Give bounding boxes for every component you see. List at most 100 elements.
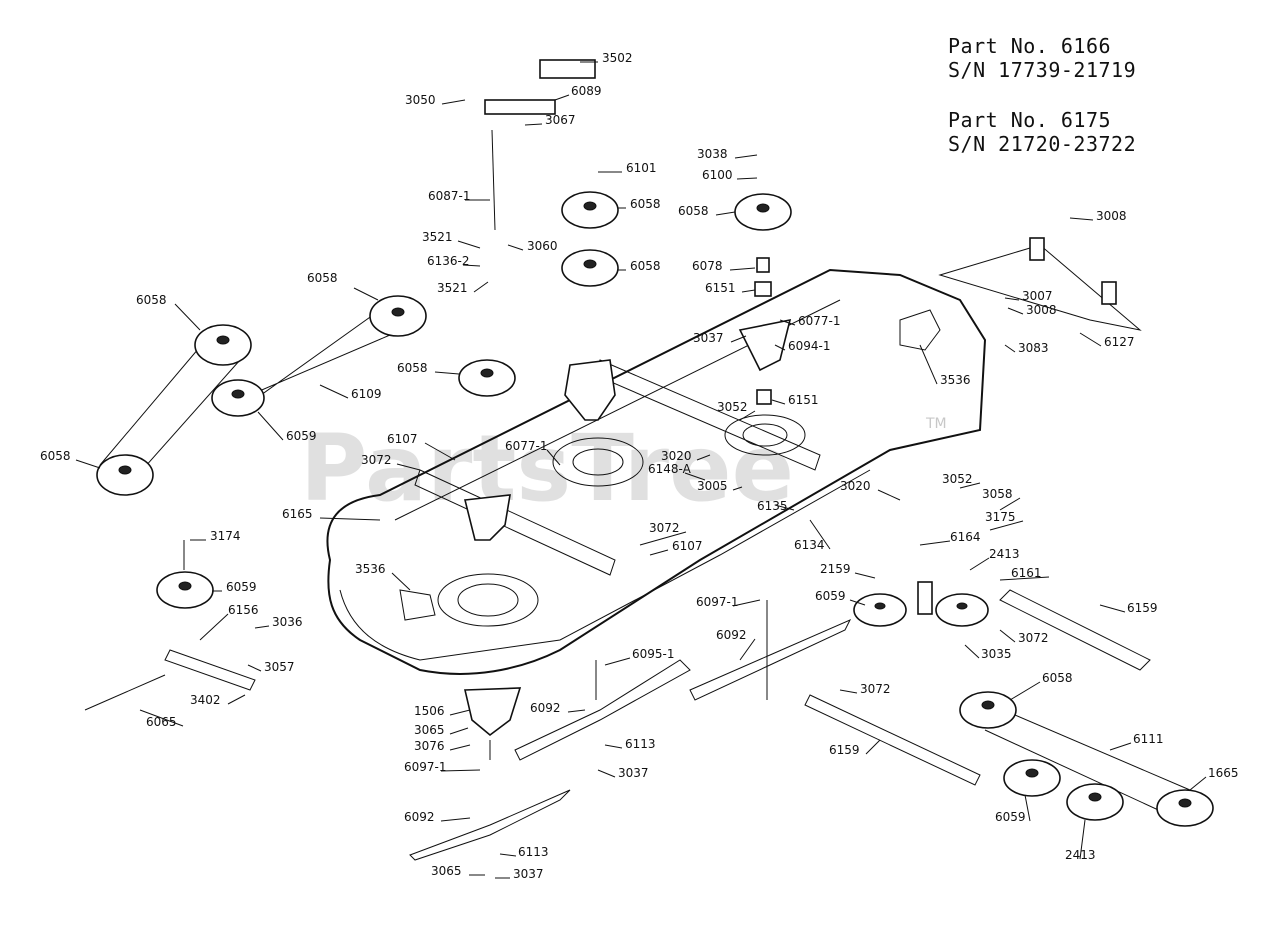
callout-6165: 6165 [282, 507, 313, 521]
callout-6092-b: 6092 [530, 701, 561, 715]
callout-3036: 3036 [272, 615, 303, 629]
callout-6111: 6111 [1133, 732, 1164, 746]
callout-6107-a: 6107 [387, 432, 418, 446]
callout-6077-1-b: 6077-1 [505, 439, 548, 453]
center-spindle-stack [458, 59, 792, 405]
callout-3065-b: 3065 [431, 864, 462, 878]
callout-3174: 3174 [210, 529, 241, 543]
callout-6109: 6109 [351, 387, 382, 401]
leader-lines [75, 61, 1207, 879]
callout-6058-l1: 6058 [307, 271, 338, 285]
callout-3008-a: 3008 [1096, 209, 1127, 223]
callout-3037-b: 3037 [618, 766, 649, 780]
callout-3402: 3402 [190, 693, 221, 707]
callout-6059-r: 6059 [815, 589, 846, 603]
callout-3008-b: 3008 [1026, 303, 1057, 317]
callout-6059-rr: 6059 [995, 810, 1026, 824]
serial-range-line-2: S/N 21720-23722 [948, 132, 1137, 156]
callout-3065-a: 3065 [414, 723, 445, 737]
idler-arm-bracket [414, 359, 821, 576]
lower-right-belt-drive [804, 691, 1214, 827]
callout-6058-c1: 6058 [630, 197, 661, 211]
right-pulley-group [853, 581, 1151, 671]
callout-6065: 6065 [146, 715, 177, 729]
callout-6097-1-b: 6097-1 [404, 760, 447, 774]
callout-3521-a: 3521 [422, 230, 453, 244]
callout-3521-b: 3521 [437, 281, 468, 295]
callout-3536-a: 3536 [940, 373, 971, 387]
callout-6127: 6127 [1104, 335, 1135, 349]
callout-3058: 3058 [982, 487, 1013, 501]
callout-6087-1: 6087-1 [428, 189, 471, 203]
callout-1665: 1665 [1208, 766, 1239, 780]
part-number-line-1: Part No. 6166 [948, 34, 1112, 58]
callout-3067: 3067 [545, 113, 576, 127]
watermark-text: PartsTree [300, 415, 794, 522]
callout-6113-a: 6113 [625, 737, 656, 751]
callout-6095-1: 6095-1 [632, 647, 675, 661]
callout-3060: 3060 [527, 239, 558, 253]
left-small-parts [84, 540, 256, 711]
callout-6078: 6078 [692, 259, 723, 273]
callout-1506: 1506 [414, 704, 445, 718]
callout-6058-l3: 6058 [40, 449, 71, 463]
callout-6159-b: 6159 [829, 743, 860, 757]
callout-3037-a: 3037 [693, 331, 724, 345]
callout-3038: 3038 [697, 147, 728, 161]
callout-2413-a: 2413 [989, 547, 1020, 561]
callout-3072-a: 3072 [361, 453, 392, 467]
callout-6089: 6089 [571, 84, 602, 98]
left-belt-drive [96, 295, 427, 496]
callout-3052-a: 3052 [717, 400, 748, 414]
callout-6164: 6164 [950, 530, 981, 544]
callout-6092-c: 6092 [404, 810, 435, 824]
callout-2159: 2159 [820, 562, 851, 576]
callout-3005: 3005 [697, 479, 728, 493]
callout-6151-b: 6151 [788, 393, 819, 407]
right-bracket [938, 237, 1142, 331]
callout-3052-b: 3052 [942, 472, 973, 486]
callout-3072-c: 3072 [649, 521, 680, 535]
callout-6097-1-a: 6097-1 [696, 595, 739, 609]
callout-labels: 3502 6089 3050 3067 6087-1 3521 3060 613… [40, 51, 1239, 881]
callout-6136-2: 6136-2 [427, 254, 470, 268]
callout-6101: 6101 [626, 161, 657, 175]
callout-3035: 3035 [981, 647, 1012, 661]
callout-6113-b: 6113 [518, 845, 549, 859]
callout-3057: 3057 [264, 660, 295, 674]
callout-6059-l: 6059 [286, 429, 317, 443]
callout-6135: 6135 [757, 499, 788, 513]
callout-6148-a: 6148-A [648, 462, 692, 476]
callout-3050: 3050 [405, 93, 436, 107]
callout-3020-a: 3020 [661, 449, 692, 463]
callout-6094-1: 6094-1 [788, 339, 831, 353]
callout-3175: 3175 [985, 510, 1016, 524]
callout-6058-l4: 6058 [397, 361, 428, 375]
callout-3536-b: 3536 [355, 562, 386, 576]
callout-3020-b: 3020 [840, 479, 871, 493]
callout-6058-c3: 6058 [678, 204, 709, 218]
callout-6077-1-a: 6077-1 [798, 314, 841, 328]
callout-6058-l2: 6058 [136, 293, 167, 307]
part-number-line-2: Part No. 6175 [948, 108, 1112, 132]
callout-3502: 3502 [602, 51, 633, 65]
callout-6156: 6156 [228, 603, 259, 617]
callout-3076: 3076 [414, 739, 445, 753]
callout-6100: 6100 [702, 168, 733, 182]
callout-6107-b: 6107 [672, 539, 703, 553]
callout-3037-c: 3037 [513, 867, 544, 881]
callout-6134: 6134 [794, 538, 825, 552]
callout-6058-r: 6058 [1042, 671, 1073, 685]
callout-3072-b: 3072 [1018, 631, 1049, 645]
blades [409, 600, 852, 861]
callout-6151-a: 6151 [705, 281, 736, 295]
serial-range-line-1: S/N 17739-21719 [948, 58, 1137, 82]
callout-6092-a: 6092 [716, 628, 747, 642]
callout-6159-a: 6159 [1127, 601, 1158, 615]
callout-3083: 3083 [1018, 341, 1049, 355]
callout-3072-d: 3072 [860, 682, 891, 696]
callout-3007: 3007 [1022, 289, 1053, 303]
callout-6058-c2: 6058 [630, 259, 661, 273]
callout-6059-ll: 6059 [226, 580, 257, 594]
